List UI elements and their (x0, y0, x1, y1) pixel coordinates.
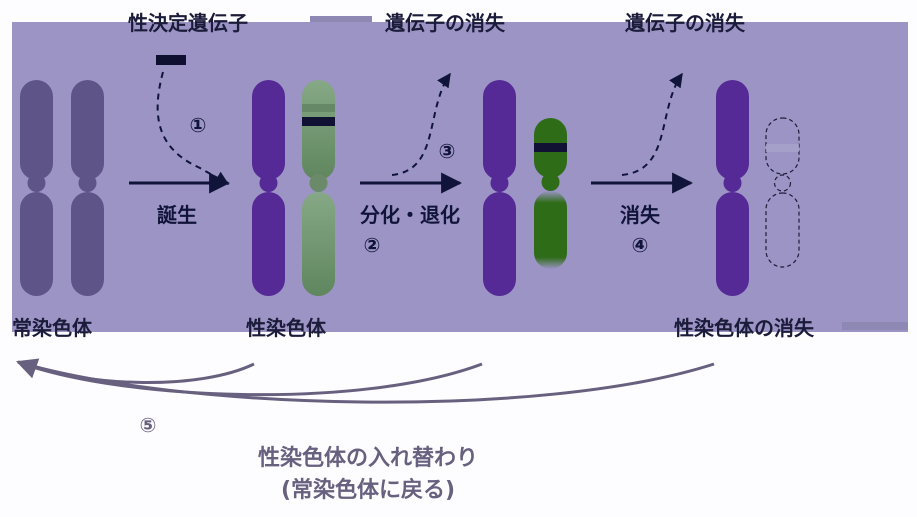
step-number-2: ② (364, 233, 381, 257)
gene-band-2 (534, 143, 567, 152)
gene-band (302, 117, 335, 126)
stage-label-sex-chromosome: 性染色体 (246, 316, 327, 340)
step-number-1: ① (190, 113, 207, 137)
label-gene-loss-1: 遺伝子の消失 (385, 11, 506, 35)
label-fade-strip (310, 16, 372, 22)
y-chromosome-differentiated (534, 118, 567, 269)
sex-chromosome-pair-lost (716, 80, 800, 296)
process-label-birth: 誕生 (157, 203, 197, 227)
sex-chromosome-pair-differentiated (483, 80, 567, 296)
y-chromosome-early (302, 80, 335, 296)
x-chromosome-3 (716, 80, 749, 296)
sex-determining-gene-marker (156, 55, 186, 65)
autosome-right (71, 80, 104, 296)
y-chromosome-lost-outline (765, 117, 800, 268)
label-gene-loss-2: 遺伝子の消失 (625, 11, 746, 35)
step-number-4: ④ (632, 233, 649, 257)
stage-label-sex-chromosome-loss: 性染色体の消失 (674, 316, 815, 340)
stage-label-autosome: 常染色体 (12, 316, 93, 340)
caption-line-1: 性染色体の入れ替わり (258, 445, 478, 471)
step-number-5: ⑤ (140, 413, 157, 437)
step-number-3: ③ (439, 139, 456, 163)
return-arrows (16, 358, 715, 404)
sex-chromosome-pair-early (252, 80, 335, 296)
diagram-panel (12, 22, 908, 332)
caption-line-2: (常染色体に戻る) (281, 477, 455, 503)
autosome-pair (20, 80, 104, 296)
label-sex-determining-gene: 性決定遺伝子 (128, 11, 248, 35)
dashed-arrow-4 (621, 72, 683, 176)
process-label-loss: 消失 (620, 203, 661, 227)
x-chromosome-2 (483, 80, 516, 296)
process-label-differentiation: 分化・退化 (360, 203, 460, 227)
x-chromosome (252, 80, 285, 296)
label-fade-strip-2 (842, 322, 908, 330)
dashed-arrow-3 (391, 72, 451, 176)
autosome-left (20, 80, 53, 296)
